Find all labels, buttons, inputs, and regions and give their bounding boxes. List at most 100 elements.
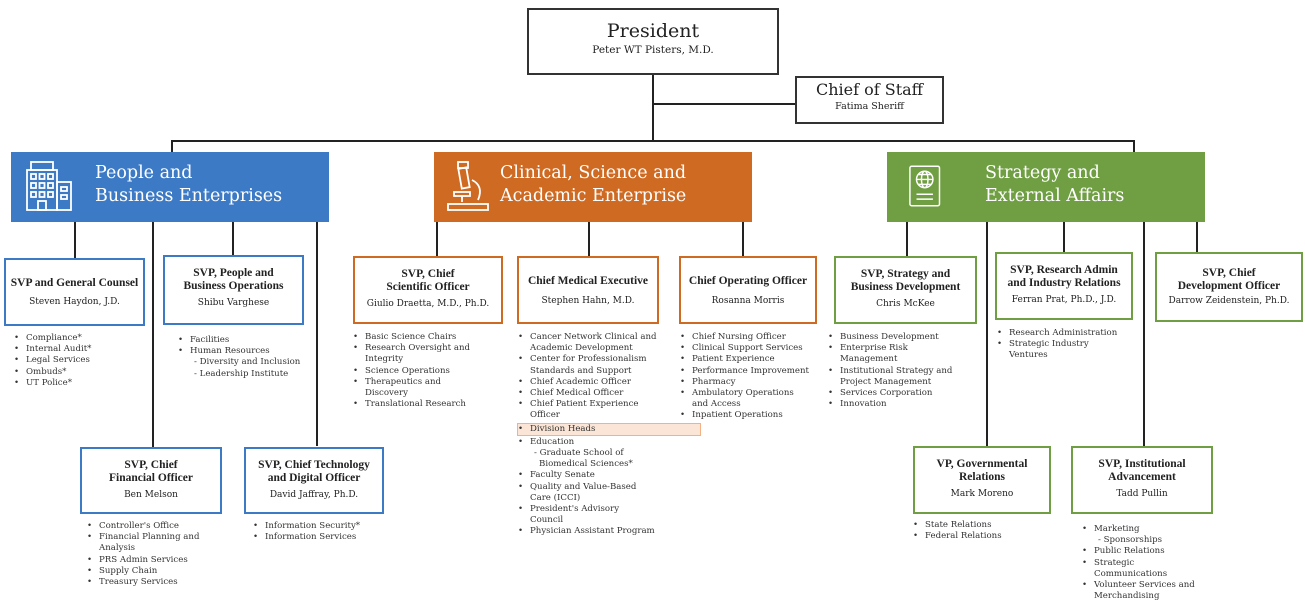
list-item: Chief Medical Officer bbox=[518, 388, 678, 399]
list-item: Public Relations bbox=[1082, 546, 1232, 557]
pbo-responsibilities: Facilities Human Resources - Diversity a… bbox=[178, 335, 328, 380]
list-item: Merchandising bbox=[1094, 591, 1160, 602]
connector bbox=[906, 222, 908, 256]
list-item: Education bbox=[518, 437, 678, 448]
people-enterprise-line2: Business Enterprises bbox=[95, 186, 283, 206]
list-item: Marketing bbox=[1082, 524, 1232, 535]
list-item: Supply Chain bbox=[87, 566, 227, 577]
role-title: Advancement bbox=[1108, 471, 1176, 483]
role-title: Relations bbox=[959, 471, 1005, 483]
list-item: Strategic Industry bbox=[997, 339, 1147, 350]
list-item: and Access bbox=[692, 399, 741, 410]
role-title: SVP, Chief bbox=[124, 459, 178, 471]
connector bbox=[316, 222, 318, 446]
list-item: Controller's Office bbox=[87, 521, 227, 532]
list-item: Institutional Strategy and bbox=[828, 366, 978, 377]
list-item: Volunteer Services and bbox=[1082, 580, 1232, 591]
ra-responsibilities: Research Administration Strategic Indust… bbox=[997, 328, 1147, 362]
list-item: - Diversity and Inclusion bbox=[194, 357, 301, 368]
role-title: SVP, Chief Technology bbox=[258, 459, 370, 471]
president-name: Peter WT Pisters, M.D. bbox=[592, 44, 714, 56]
division-heads-item: Division Heads bbox=[517, 422, 701, 436]
list-item: Basic Science Chairs bbox=[353, 332, 498, 343]
list-item: Integrity bbox=[365, 354, 404, 365]
role-title: SVP, Chief bbox=[1202, 267, 1256, 279]
list-item: Project Management bbox=[840, 376, 932, 387]
list-item: Internal Audit* bbox=[14, 344, 149, 355]
list-item: Strategic bbox=[1082, 558, 1232, 569]
list-item: Enterprise Risk bbox=[828, 343, 978, 354]
list-item: Ventures bbox=[1009, 350, 1048, 361]
connector bbox=[171, 140, 1134, 142]
list-item: UT Police* bbox=[14, 378, 149, 389]
list-item: Legal Services bbox=[14, 355, 149, 366]
connector bbox=[1133, 140, 1135, 152]
role-coo: Chief Operating Officer Rosanna Morris bbox=[679, 256, 817, 324]
list-item: Inpatient Operations bbox=[680, 410, 830, 421]
list-item: Center for Professionalism bbox=[518, 354, 678, 365]
connector bbox=[152, 222, 154, 448]
list-item: Clinical Support Services bbox=[680, 343, 830, 354]
list-item: Information Services bbox=[253, 532, 393, 543]
ia-responsibilities: Marketing - Sponsorships Public Relation… bbox=[1082, 524, 1232, 602]
list-item: - Sponsorships bbox=[1098, 535, 1163, 546]
list-item: Treasury Services bbox=[87, 577, 227, 588]
role-name: Tadd Pullin bbox=[1116, 489, 1168, 499]
list-item: President's Advisory bbox=[518, 504, 678, 515]
strategy-enterprise-label: Strategy and External Affairs bbox=[985, 162, 1124, 208]
list-item: Academic Development bbox=[530, 343, 633, 354]
list-item: Research Oversight and bbox=[353, 343, 498, 354]
role-title: SVP, Chief bbox=[401, 268, 455, 280]
list-item: Physician Assistant Program bbox=[518, 526, 678, 537]
list-item: Standards and Support bbox=[530, 365, 632, 376]
connector bbox=[588, 222, 590, 256]
cfo-responsibilities: Controller's Office Financial Planning a… bbox=[87, 521, 227, 588]
office-building-icon bbox=[26, 161, 72, 211]
connector bbox=[986, 222, 988, 446]
chief-of-staff-name: Fatima Sheriff bbox=[835, 101, 904, 112]
role-name: Rosanna Morris bbox=[711, 296, 785, 306]
list-item: Officer bbox=[530, 410, 560, 421]
list-item: Therapeutics and bbox=[353, 377, 498, 388]
sbd-responsibilities: Business Development Enterprise Risk Man… bbox=[828, 332, 978, 411]
role-name: Ferran Prat, Ph.D., J.D. bbox=[1011, 295, 1117, 305]
list-item: Federal Relations bbox=[913, 531, 1053, 542]
list-item: Information Security* bbox=[253, 521, 393, 532]
list-item: State Relations bbox=[913, 520, 1053, 531]
list-item: Facilities bbox=[178, 335, 328, 346]
people-enterprise-label: People and Business Enterprises bbox=[95, 162, 282, 208]
list-item: Ambulatory Operations bbox=[680, 388, 830, 399]
list-item: Biomedical Sciences* bbox=[539, 459, 633, 470]
list-item: - Leadership Institute bbox=[194, 368, 289, 379]
connector bbox=[1196, 222, 1198, 252]
clinical-enterprise-line1: Clinical, Science and bbox=[500, 163, 687, 183]
list-item: Human Resources bbox=[178, 346, 328, 357]
list-item: Cancer Network Clinical and bbox=[518, 332, 678, 343]
list-item: Pharmacy bbox=[680, 377, 830, 388]
clinical-enterprise-label: Clinical, Science and Academic Enterpris… bbox=[500, 162, 686, 208]
role-name: Shibu Varghese bbox=[197, 298, 270, 308]
role-title: and Digital Officer bbox=[267, 472, 361, 484]
list-item: Discovery bbox=[365, 388, 408, 399]
connector bbox=[232, 222, 234, 256]
strategy-enterprise-box: Strategy and External Affairs bbox=[887, 152, 1205, 222]
role-name: Ben Melson bbox=[124, 490, 178, 500]
gc-responsibilities: Compliance* Internal Audit* Legal Servic… bbox=[14, 333, 149, 389]
connector bbox=[171, 140, 173, 152]
list-item: Chief Academic Officer bbox=[518, 377, 678, 388]
list-item: Chief Patient Experience bbox=[518, 399, 678, 410]
role-name: Stephen Hahn, M.D. bbox=[541, 296, 635, 306]
role-title: Financial Officer bbox=[109, 472, 193, 484]
list-item: PRS Admin Services bbox=[87, 555, 227, 566]
connector bbox=[653, 103, 796, 105]
president-title: President bbox=[606, 20, 700, 42]
list-item: Council bbox=[530, 515, 564, 526]
role-name: Darrow Zeidenstein, Ph.D. bbox=[1168, 296, 1290, 306]
role-name: Giulio Draetta, M.D., Ph.D. bbox=[366, 299, 490, 309]
